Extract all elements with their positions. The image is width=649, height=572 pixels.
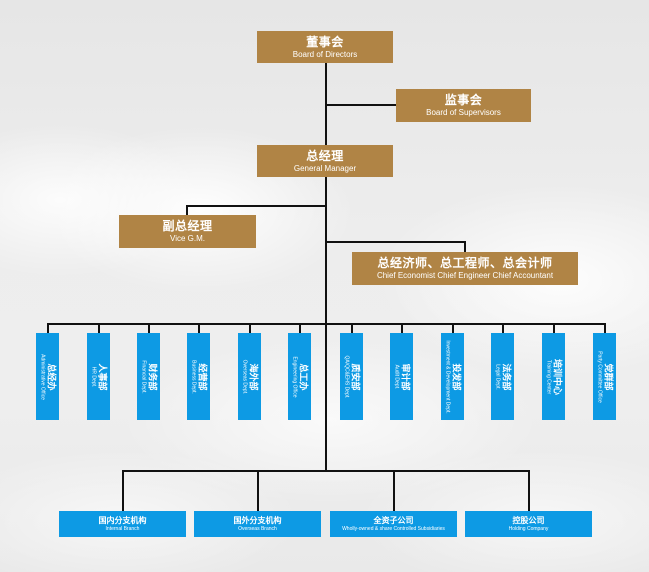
connector-dept-drop <box>98 323 100 333</box>
dept-cn: 投发部 <box>450 362 461 390</box>
board-of-supervisors-box[interactable]: 监事会 Board of Supervisors <box>396 89 531 122</box>
connector-branch-2 <box>257 470 259 511</box>
branch-cn: 国外分支机构 <box>233 515 282 525</box>
branch-en: Overseas Branch <box>238 525 277 532</box>
connector-branch-3 <box>393 470 395 511</box>
connector-chiefs-h <box>326 241 465 243</box>
board-of-directors-box[interactable]: 董事会 Board of Directors <box>257 31 393 63</box>
dept-cn: 总经办 <box>45 362 56 390</box>
connector-dept-drop <box>148 323 150 333</box>
dept-en: HR Dept. <box>90 366 97 387</box>
connector-dept-drop <box>198 323 200 333</box>
dept-cn: 质安部 <box>349 362 360 390</box>
dept-en: Financial Dept. <box>140 359 147 394</box>
dept-en: Engineering Office <box>291 355 298 398</box>
connector-dept-drop <box>502 323 504 333</box>
board-of-directors-en: Board of Directors <box>292 49 358 59</box>
branch-holding-company[interactable]: 控股公司 Holding Company <box>465 511 592 537</box>
connector-dept-drop <box>299 323 301 333</box>
connector-dept-drop <box>604 323 606 333</box>
dept-cn: 培训中心 <box>551 358 562 395</box>
branch-en: Wholly-owned & share Controlled Subsidia… <box>342 525 445 532</box>
connector-dept-drop <box>553 323 555 333</box>
connector-dept-drop <box>351 323 353 333</box>
connector-dept-bar <box>47 323 606 325</box>
dept-cn: 人事部 <box>96 362 107 390</box>
dept-cn: 海外部 <box>247 362 258 390</box>
vice-gm-en: Vice G.M. <box>170 234 205 243</box>
connector-vice-gm-v <box>186 205 188 215</box>
dept-en: Business Dept. <box>190 359 197 394</box>
chiefs-box[interactable]: 总经济师、总工程师、总会计师 Chief Economist Chief Eng… <box>352 252 578 285</box>
connector-dept-drop <box>401 323 403 333</box>
chiefs-cn: 总经济师、总工程师、总会计师 <box>377 256 553 270</box>
branch-en: Holding Company <box>508 525 549 532</box>
dept-en: Administrative Office <box>39 353 46 400</box>
board-of-supervisors-cn: 监事会 <box>444 93 483 107</box>
branch-en: Internal Branch <box>105 525 140 532</box>
connector-dept-drop <box>47 323 49 333</box>
chiefs-en: Chief Economist Chief Engineer Chief Acc… <box>376 271 554 280</box>
board-of-supervisors-en: Board of Supervisors <box>426 108 501 117</box>
connector-spine-top <box>325 63 327 324</box>
connector-dept-drop <box>249 323 251 333</box>
connector-branch-bar <box>122 470 530 472</box>
dept-en: Audit Dept. <box>393 364 400 389</box>
dept-cn: 法务部 <box>500 362 511 390</box>
branch-subsidiaries[interactable]: 全资子公司 Wholly-owned & share Controlled Su… <box>330 511 457 537</box>
dept-en: Legal Dept. <box>494 363 501 390</box>
dept-en: Party Committee Office <box>596 350 603 403</box>
connector-vice-gm-h <box>186 205 326 207</box>
connector-supervisors <box>326 104 396 106</box>
dept-cn: 审计部 <box>399 362 410 390</box>
branch-cn: 国内分支机构 <box>98 515 147 525</box>
board-of-directors-cn: 董事会 <box>306 34 344 49</box>
dept-en: Investment & Development Dept. <box>444 339 451 414</box>
dept-en: Overseas Dept. <box>241 359 248 394</box>
branch-overseas[interactable]: 国外分支机构 Overseas Branch <box>194 511 321 537</box>
branch-cn: 控股公司 <box>512 515 545 525</box>
dept-cn: 经营部 <box>196 362 207 390</box>
dept-cn: 总工办 <box>297 362 308 390</box>
branch-internal[interactable]: 国内分支机构 Internal Branch <box>59 511 186 537</box>
general-manager-cn: 总经理 <box>306 148 344 163</box>
general-manager-box[interactable]: 总经理 General Manager <box>257 145 393 177</box>
branch-cn: 全资子公司 <box>373 515 414 525</box>
connector-spine-bottom <box>325 324 327 471</box>
connector-chiefs-v <box>464 241 466 252</box>
vice-gm-cn: 副总经理 <box>162 219 213 233</box>
dept-cn: 党群部 <box>602 362 613 390</box>
connector-branch-1 <box>122 470 124 511</box>
general-manager-en: General Manager <box>293 163 357 173</box>
dept-en: QA/QC&EHS Dept. <box>343 354 350 399</box>
vice-gm-box[interactable]: 副总经理 Vice G.M. <box>119 215 256 248</box>
connector-branch-4 <box>528 470 530 511</box>
dept-en: Training Center <box>545 359 552 394</box>
connector-dept-drop <box>452 323 454 333</box>
dept-cn: 财务部 <box>146 362 157 390</box>
